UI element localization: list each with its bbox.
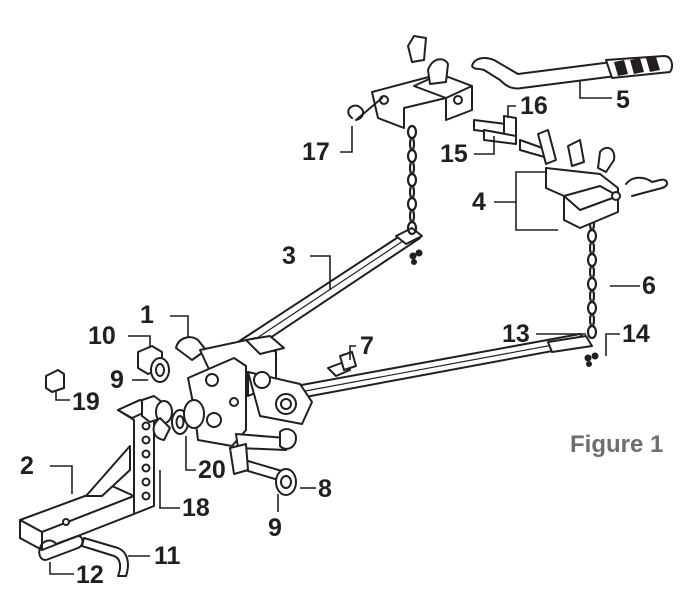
pin-and-clip: [38, 535, 129, 577]
callout-13: 13: [502, 320, 530, 348]
callout-1: 1: [140, 301, 154, 329]
callout-9-upper: 9: [110, 366, 124, 394]
callout-7: 7: [360, 332, 374, 360]
callout-12: 12: [76, 561, 104, 589]
chain-left: [406, 124, 418, 236]
pin-and-bolt: [473, 115, 517, 145]
lift-handle: [471, 55, 673, 90]
callout-labels: 1 2 3 4 5 6 7 8 9 9 10 11 12 13 14 15 16…: [20, 86, 656, 589]
callout-16: 16: [520, 92, 548, 120]
callout-17: 17: [302, 138, 330, 166]
callout-8: 8: [318, 475, 332, 503]
callout-5: 5: [616, 86, 630, 114]
callout-10: 10: [88, 322, 116, 350]
callout-15: 15: [440, 140, 468, 168]
small-hardware: [45, 345, 205, 441]
callout-14: 14: [622, 320, 650, 348]
callout-19: 19: [72, 388, 100, 416]
leader-lines: [49, 80, 640, 575]
bolts: [229, 351, 357, 496]
frame-bracket-right: [519, 129, 668, 229]
callout-20: 20: [198, 456, 226, 484]
callout-4: 4: [472, 188, 486, 216]
frame-bracket-top: [347, 35, 473, 129]
spring-bar-right: [295, 333, 599, 399]
callout-6: 6: [642, 272, 656, 300]
callout-11: 11: [154, 542, 181, 570]
callout-2: 2: [20, 452, 34, 480]
callout-18: 18: [182, 494, 210, 522]
callout-3: 3: [282, 242, 296, 270]
hitch-shank: [19, 399, 155, 551]
callout-9-lower: 9: [268, 514, 282, 542]
figure-caption: Figure 1: [570, 431, 663, 458]
hitch-head: [175, 335, 313, 451]
